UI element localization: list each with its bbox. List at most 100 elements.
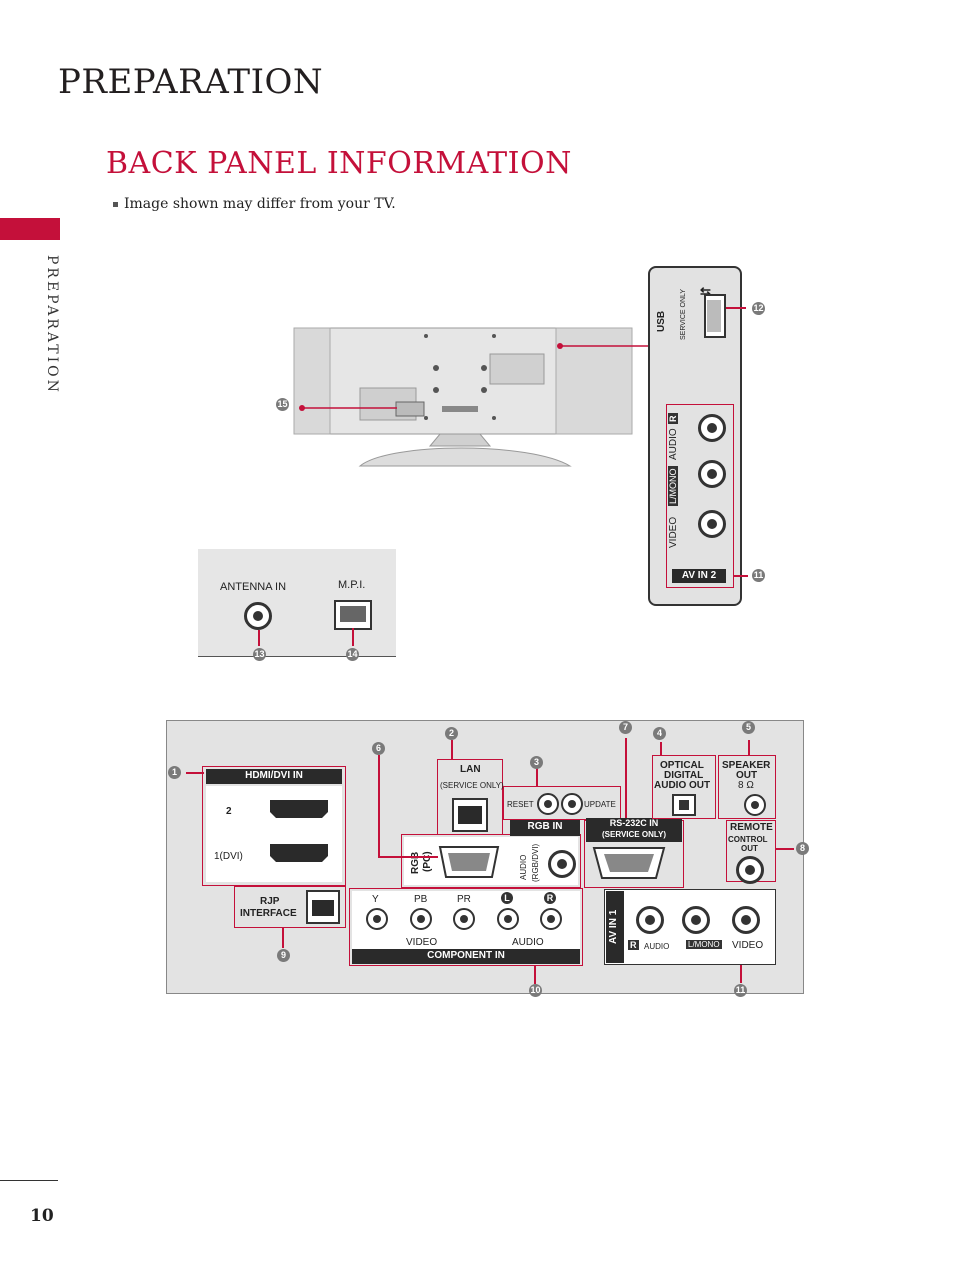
callout-3: 3: [530, 756, 543, 769]
av1-r-label: R: [628, 940, 639, 950]
callout-6-leader: [378, 755, 380, 857]
hdmi-2-port[interactable]: [270, 800, 328, 818]
rgb-audio-jack[interactable]: [548, 850, 576, 878]
section-title: BACK PANEL INFORMATION: [106, 146, 572, 181]
av-in2-title: AV IN 2: [672, 569, 726, 583]
callout-4: 4: [653, 727, 666, 740]
callout-11-leader-side: [734, 575, 748, 577]
lan-port-inner: [458, 806, 482, 824]
optical-label-1: OPTICAL: [660, 760, 704, 771]
callout-7: 7: [619, 721, 632, 734]
callout-12-leader: [726, 307, 746, 309]
av1-mono-label: L/MONO: [686, 940, 722, 949]
comp-pb-label: PB: [414, 894, 428, 905]
update-label: UPDATE: [584, 800, 616, 809]
side-io-panel: [648, 266, 742, 606]
callout-5-leader: [748, 740, 750, 755]
av1-audio-label: AUDIO: [644, 942, 670, 951]
speaker-label-2: OUT: [736, 770, 758, 781]
callout-2-leader: [451, 740, 453, 759]
component-in-title: COMPONENT IN: [352, 949, 580, 964]
remote-label-3: OUT: [741, 844, 758, 853]
hdmi-ports: [270, 800, 328, 862]
av2-audio-l-jack[interactable]: [698, 460, 726, 488]
callout-10-leader: [534, 966, 536, 984]
comp-pb-jack[interactable]: [410, 908, 432, 930]
callout-11-side: 11: [752, 569, 765, 582]
callout-8-leader: [776, 848, 794, 850]
antenna-panel: [198, 549, 396, 657]
optical-label-2: DIGITAL: [664, 770, 704, 781]
image-note: Image shown may differ from your TV.: [113, 196, 396, 212]
callout-10: 10: [529, 984, 542, 997]
callout-12: 12: [752, 302, 765, 315]
rjp-label: RJP: [260, 896, 280, 907]
callout-14: 14: [346, 648, 359, 661]
callout-1: 1: [168, 766, 181, 779]
usb-icon: ⇆: [700, 284, 711, 299]
tv-rear-illustration: [293, 327, 650, 467]
av2-r-label: R: [668, 413, 678, 424]
hdmi-title: HDMI/DVI IN: [206, 769, 342, 784]
av2-audio-r-jack[interactable]: [698, 414, 726, 442]
antenna-in-jack[interactable]: [244, 602, 272, 630]
reset-update-outline: [503, 786, 621, 820]
av2-audio-label: AUDIO: [668, 428, 679, 460]
rgb-audio-label: AUDIO: [519, 854, 528, 880]
footer-rule: [0, 1180, 58, 1181]
callout-13-leader: [258, 630, 260, 646]
rs232-title: RS-232C IN (SERVICE ONLY): [586, 818, 682, 842]
callout-13: 13: [253, 648, 266, 661]
speaker-label-1: SPEAKER: [722, 760, 771, 771]
av1-audio-l-jack[interactable]: [682, 906, 710, 934]
callout-2: 2: [445, 727, 458, 740]
remote-control-jack[interactable]: [736, 856, 764, 884]
comp-pr-jack[interactable]: [453, 908, 475, 930]
update-jack[interactable]: [561, 793, 583, 815]
speaker-out-jack[interactable]: [744, 794, 766, 816]
speaker-label-3: 8 Ω: [738, 780, 754, 791]
component-outline: [349, 888, 583, 966]
comp-l-jack[interactable]: [497, 908, 519, 930]
comp-r-jack[interactable]: [540, 908, 562, 930]
speaker-outline: [718, 755, 776, 819]
remote-label-2: CONTROL: [728, 835, 768, 844]
hdmi-outline: [202, 766, 346, 886]
av2-mono-label: L/MONO: [668, 466, 678, 506]
usb-label: USB: [656, 310, 667, 332]
rgb-outline: [401, 834, 581, 888]
page-header-title: PREPARATION: [58, 62, 324, 102]
lan-label: LAN: [460, 764, 481, 775]
callout-6-leader-h: [378, 856, 438, 858]
rs232-label: RS-232C IN: [609, 818, 659, 828]
callout-3-leader: [536, 768, 538, 786]
rjp-interface-label: INTERFACE: [240, 908, 297, 919]
comp-y-jack[interactable]: [366, 908, 388, 930]
reset-jack[interactable]: [537, 793, 559, 815]
antenna-in-label: ANTENNA IN: [220, 581, 287, 593]
rgb-dvi-label: (RGB/DVI): [531, 843, 540, 882]
callout-8: 8: [796, 842, 809, 855]
callout-11-leader: [740, 965, 742, 983]
av1-video-jack[interactable]: [732, 906, 760, 934]
rs232-service-label: (SERVICE ONLY): [601, 830, 666, 839]
optical-label-3: AUDIO OUT: [654, 780, 711, 791]
av1-audio-r-jack[interactable]: [636, 906, 664, 934]
callout-7-leader: [625, 738, 627, 818]
callout-6: 6: [372, 742, 385, 755]
comp-y-label: Y: [372, 894, 379, 905]
rgb-vga-port[interactable]: [438, 843, 500, 881]
av1-video-label: VIDEO: [732, 940, 764, 951]
bullet-icon: [113, 201, 118, 207]
comp-pr-label: PR: [457, 894, 471, 905]
side-tab-marker: [0, 218, 60, 240]
comp-r-label: R: [544, 892, 556, 904]
rjp-port-inner: [312, 900, 334, 916]
av2-video-jack[interactable]: [698, 510, 726, 538]
mpi-port-inner: [340, 606, 366, 622]
hdmi-1-port[interactable]: [270, 844, 328, 862]
mpi-label: M.P.I.: [338, 579, 366, 591]
usb-service-label: SERVICE ONLY: [680, 288, 687, 340]
page-number: 10: [30, 1206, 54, 1226]
rs232-port[interactable]: [592, 844, 666, 882]
